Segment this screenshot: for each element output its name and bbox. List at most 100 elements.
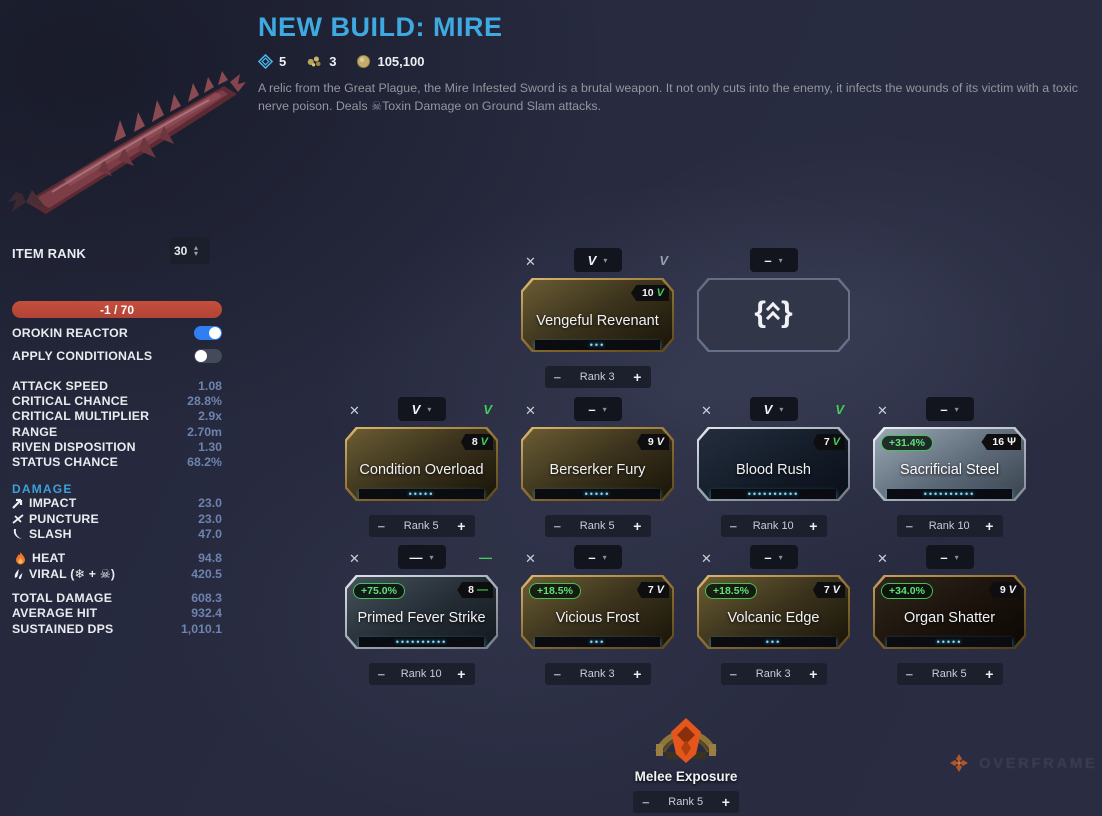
rank-increase-button[interactable]: + (809, 666, 818, 682)
polarity-dropdown[interactable]: –▾ (573, 397, 622, 421)
rank-decrease-button[interactable]: − (377, 518, 386, 534)
polarity-dropdown[interactable]: V▾ (397, 397, 446, 421)
chevron-down-icon: ▾ (427, 404, 432, 414)
mod-card[interactable]: +75.0% 8— Primed Fever Strike •••••••••• (345, 575, 498, 649)
remove-mod-button[interactable]: ✕ (877, 551, 888, 567)
mod-name: Volcanic Edge (727, 610, 820, 626)
rank-decrease-button[interactable]: − (377, 666, 386, 682)
stepper-up-icon[interactable]: ▴ (194, 242, 199, 252)
polarity-none-icon: – (764, 549, 772, 565)
polarity-dropdown[interactable]: —▾ (397, 545, 446, 569)
polarity-madurai-icon: V (587, 252, 597, 268)
rank-increase-button[interactable]: + (457, 518, 466, 534)
remove-mod-button[interactable]: ✕ (877, 403, 888, 419)
forma-count: 5 (279, 53, 287, 69)
polarity-none-icon: – (764, 252, 772, 268)
polarity-dropdown[interactable]: –▾ (749, 248, 798, 272)
forma-icon (258, 53, 273, 69)
arcane-name: Melee Exposure (634, 769, 738, 784)
rank-control: − Rank 10 + (368, 663, 475, 685)
polarity-dropdown[interactable]: V▾ (573, 248, 622, 272)
rank-increase-button[interactable]: + (985, 666, 994, 682)
polarity-none-icon: – (588, 401, 596, 417)
apply-conditionals-toggle[interactable] (194, 349, 222, 363)
rank-decrease-button[interactable]: − (553, 666, 562, 682)
item-rank-input[interactable] (174, 243, 194, 258)
empty-slot-icon: { } (754, 296, 793, 329)
remove-mod-button[interactable]: ✕ (525, 403, 536, 419)
item-rank-stepper[interactable]: ▴ ▾ (194, 242, 199, 258)
damage-row: VIRAL (❄ + ☠)420.5 (12, 566, 222, 581)
remove-mod-button[interactable]: ✕ (525, 254, 536, 270)
rank-increase-button[interactable]: + (721, 794, 730, 810)
rank-decrease-button[interactable]: − (553, 518, 562, 534)
arcane-emblem[interactable] (650, 710, 722, 766)
polarity-dropdown[interactable]: –▾ (573, 545, 622, 569)
polarity-dropdown[interactable]: V▾ (749, 397, 798, 421)
rank-increase-button[interactable]: + (633, 666, 642, 682)
slot-polarity-indicator: V (483, 402, 492, 417)
weapon-image (8, 71, 246, 214)
stat-bonus-pill: +18.5% (529, 583, 581, 599)
damage-section-header: DAMAGE (12, 481, 73, 496)
stepper-down-icon[interactable]: ▾ (194, 248, 199, 258)
orokin-reactor-toggle[interactable] (194, 326, 222, 340)
rank-increase-button[interactable]: + (985, 518, 994, 534)
drain-badge: 8— (457, 582, 493, 598)
chevron-down-icon: ▾ (429, 552, 434, 562)
remove-mod-button[interactable]: ✕ (349, 403, 360, 419)
rank-increase-button[interactable]: + (633, 369, 642, 385)
polarity-madurai-icon: V (832, 436, 840, 448)
mod-name: Berserker Fury (549, 462, 646, 478)
chevron-down-icon: ▾ (778, 255, 783, 265)
chevron-down-icon: ▾ (954, 404, 959, 414)
polarity-naramon-icon: — (409, 549, 423, 565)
rank-decrease-button[interactable]: − (553, 369, 562, 385)
rank-decrease-button[interactable]: − (905, 666, 914, 682)
rank-label: Rank 10 (928, 520, 970, 532)
chevron-down-icon: ▾ (779, 404, 784, 414)
remove-mod-button[interactable]: ✕ (525, 551, 536, 567)
rank-control: − Rank 10 + (896, 515, 1003, 537)
remove-mod-button[interactable]: ✕ (701, 551, 712, 567)
rank-decrease-button[interactable]: − (905, 518, 914, 534)
rank-pips: ••••• (534, 489, 661, 499)
weapon-description: A relic from the Great Plague, the Mire … (258, 81, 1079, 113)
rank-increase-button[interactable]: + (457, 666, 466, 682)
polarity-madurai-icon: V (656, 584, 664, 596)
polarity-dropdown[interactable]: –▾ (749, 545, 798, 569)
polarity-dropdown[interactable]: –▾ (925, 397, 974, 421)
remove-mod-button[interactable]: ✕ (349, 551, 360, 567)
polarity-dropdown[interactable]: –▾ (925, 545, 974, 569)
rank-label: Rank 5 (931, 668, 967, 680)
empty-mod-card[interactable]: { } (697, 278, 850, 352)
rank-decrease-button[interactable]: − (729, 666, 738, 682)
rank-increase-button[interactable]: + (633, 518, 642, 534)
rank-decrease-button[interactable]: − (642, 794, 650, 810)
credits-value: 105,100 (377, 53, 425, 69)
remove-mod-button[interactable]: ✕ (701, 403, 712, 419)
polarity-madurai-icon: V (480, 436, 488, 448)
rank-increase-button[interactable]: + (809, 518, 818, 534)
rank-control: − Rank 5 + (633, 791, 739, 813)
rank-decrease-button[interactable]: − (729, 518, 738, 534)
